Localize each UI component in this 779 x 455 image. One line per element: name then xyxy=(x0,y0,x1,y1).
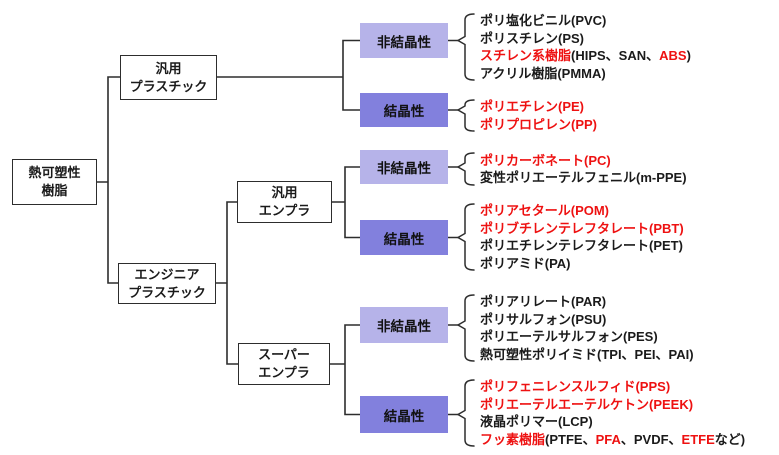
node-super-enpla: スーパー エンプラ xyxy=(238,343,330,385)
resin-name-segment: ポリアリレート(PAR) xyxy=(480,294,607,309)
category-box-amorphous-2: 非結晶性 xyxy=(360,150,448,184)
resin-name-segment: ポリブチレンテレフタレート(PBT) xyxy=(480,220,684,236)
list-item: ポリフェニレンスルフィド(PPS) xyxy=(480,378,745,396)
brace-group-4 xyxy=(456,203,475,271)
wire-genplastic-to-groups xyxy=(216,39,361,111)
resin-name-segment: 、PVDF、 xyxy=(620,431,682,447)
list-item: ポリエーテルサルフォン(PES) xyxy=(480,328,694,346)
resin-name-segment: (HIPS、SAN、 xyxy=(571,48,660,63)
list-item: ポリエチレン(PE) xyxy=(480,98,597,116)
resin-name-segment: ポリプロピレン(PP) xyxy=(480,116,598,132)
list-item: ポリサルフォン(PSU) xyxy=(480,311,694,329)
brace-stubs xyxy=(447,39,459,416)
resin-name-segment: ポリエチレン(PE) xyxy=(480,99,585,114)
list-item: 液晶ポリマー(LCP) xyxy=(480,413,745,431)
brace-group-1 xyxy=(456,13,475,81)
resin-name-segment: 変性ポリエーテルフェニル(m-PPE) xyxy=(480,170,687,185)
wire-engplastic-to-level2 xyxy=(215,201,239,365)
category-box-crystalline-2: 結晶性 xyxy=(360,220,448,255)
resin-name-segment: ポリスチレン(PS) xyxy=(480,30,585,46)
list-item: 変性ポリエーテルフェニル(m-PPE) xyxy=(480,169,687,187)
wire-genenpla-to-groups xyxy=(331,166,361,239)
list-item: スチレン系樹脂(HIPS、SAN、ABS) xyxy=(480,47,691,65)
list-item: 熱可塑性ポリイミド(TPI、PEI、PAI) xyxy=(480,346,694,364)
resin-list-1: ポリ塩化ビニル(PVC)ポリスチレン(PS)スチレン系樹脂(HIPS、SAN、A… xyxy=(480,12,691,82)
list-item: ポリアリレート(PAR) xyxy=(480,293,694,311)
node-root: 熱可塑性 樹脂 xyxy=(12,159,97,205)
resin-name-segment: ポリサルフォン(PSU) xyxy=(480,311,607,327)
brace-group-3 xyxy=(456,152,475,186)
resin-name-segment: ポリアセタール(POM) xyxy=(480,203,610,218)
resin-name-segment: ポリエーテルサルフォン(PES) xyxy=(480,329,658,344)
wire-root-to-level1 xyxy=(96,76,121,284)
resin-name-segment: アクリル樹脂(PMMA) xyxy=(480,65,606,81)
category-box-amorphous-1: 非結晶性 xyxy=(360,23,448,58)
brace-group-6 xyxy=(456,379,475,447)
resin-name-segment: ポリ塩化ビニル(PVC) xyxy=(480,13,607,28)
brace-group-2 xyxy=(456,99,475,132)
list-item: ポリ塩化ビニル(PVC) xyxy=(480,12,691,30)
resin-list-5: ポリアリレート(PAR) ポリサルフォン(PSU) ポリエーテルサルフォン(PES)… xyxy=(480,293,694,363)
list-item: ポリアミド(PA) xyxy=(480,255,684,273)
resin-name-segment: スチレン系樹脂 xyxy=(480,48,572,63)
resin-name-segment: ポリエーテルエーテルケトン(PEEK) xyxy=(480,396,694,412)
resin-name-segment: ETFE xyxy=(681,431,715,447)
list-item: フッ素樹脂(PTFE、PFA、PVDF、ETFEなど) xyxy=(480,431,745,449)
list-item: ポリスチレン(PS) xyxy=(480,30,691,48)
resin-name-segment: 液晶ポリマー(LCP) xyxy=(480,414,593,429)
list-item: ポリプロピレン(PP) xyxy=(480,116,597,134)
list-item: ポリエチレンテレフタレート(PET) xyxy=(480,237,684,255)
list-item: ポリアセタール(POM) xyxy=(480,202,684,220)
category-box-crystalline-1: 結晶性 xyxy=(360,93,448,127)
category-box-crystalline-3: 結晶性 xyxy=(360,396,448,433)
wire-superenpla-to-groups xyxy=(329,324,361,416)
node-general-plastic: 汎用 プラスチック xyxy=(120,55,217,100)
node-engineering-plastic: エンジニア プラスチック xyxy=(118,263,216,304)
resin-name-segment: ポリアミド(PA) xyxy=(480,255,571,271)
list-item: ポリブチレンテレフタレート(PBT) xyxy=(480,220,684,238)
resin-list-6: ポリフェニレンスルフィド(PPS) ポリエーテルエーテルケトン(PEEK) 液晶ポリ… xyxy=(480,378,745,448)
list-item: ポリエーテルエーテルケトン(PEEK) xyxy=(480,396,745,414)
resin-name-segment: ポリエチレンテレフタレート(PET) xyxy=(480,238,683,253)
resin-name-segment: 熱可塑性ポリイミド(TPI、PEI、PAI) xyxy=(480,346,694,362)
list-item: ポリカーボネート(PC) xyxy=(480,152,687,170)
brace-group-5 xyxy=(456,294,475,362)
category-box-amorphous-3: 非結晶性 xyxy=(360,307,448,343)
resin-name-segment: ポリカーボネート(PC) xyxy=(480,152,611,168)
list-item: アクリル樹脂(PMMA) xyxy=(480,65,691,83)
resin-name-segment: ポリフェニレンスルフィド(PPS) xyxy=(480,379,671,394)
resin-name-segment: ABS xyxy=(659,48,687,63)
resin-list-3: ポリカーボネート(PC) 変性ポリエーテルフェニル(m-PPE) xyxy=(480,152,687,187)
resin-list-2: ポリエチレン(PE) ポリプロピレン(PP) xyxy=(480,98,597,133)
resin-name-segment: PFA xyxy=(595,431,621,447)
resin-list-4: ポリアセタール(POM) ポリブチレンテレフタレート(PBT) ポリエチレンテレフタ… xyxy=(480,202,684,272)
node-general-enpla: 汎用 エンプラ xyxy=(237,181,332,223)
resin-name-segment: (PTFE、 xyxy=(545,431,596,447)
resin-name-segment: など) xyxy=(714,431,746,447)
resin-name-segment: ) xyxy=(686,48,691,63)
resin-name-segment: フッ素樹脂 xyxy=(480,431,546,447)
